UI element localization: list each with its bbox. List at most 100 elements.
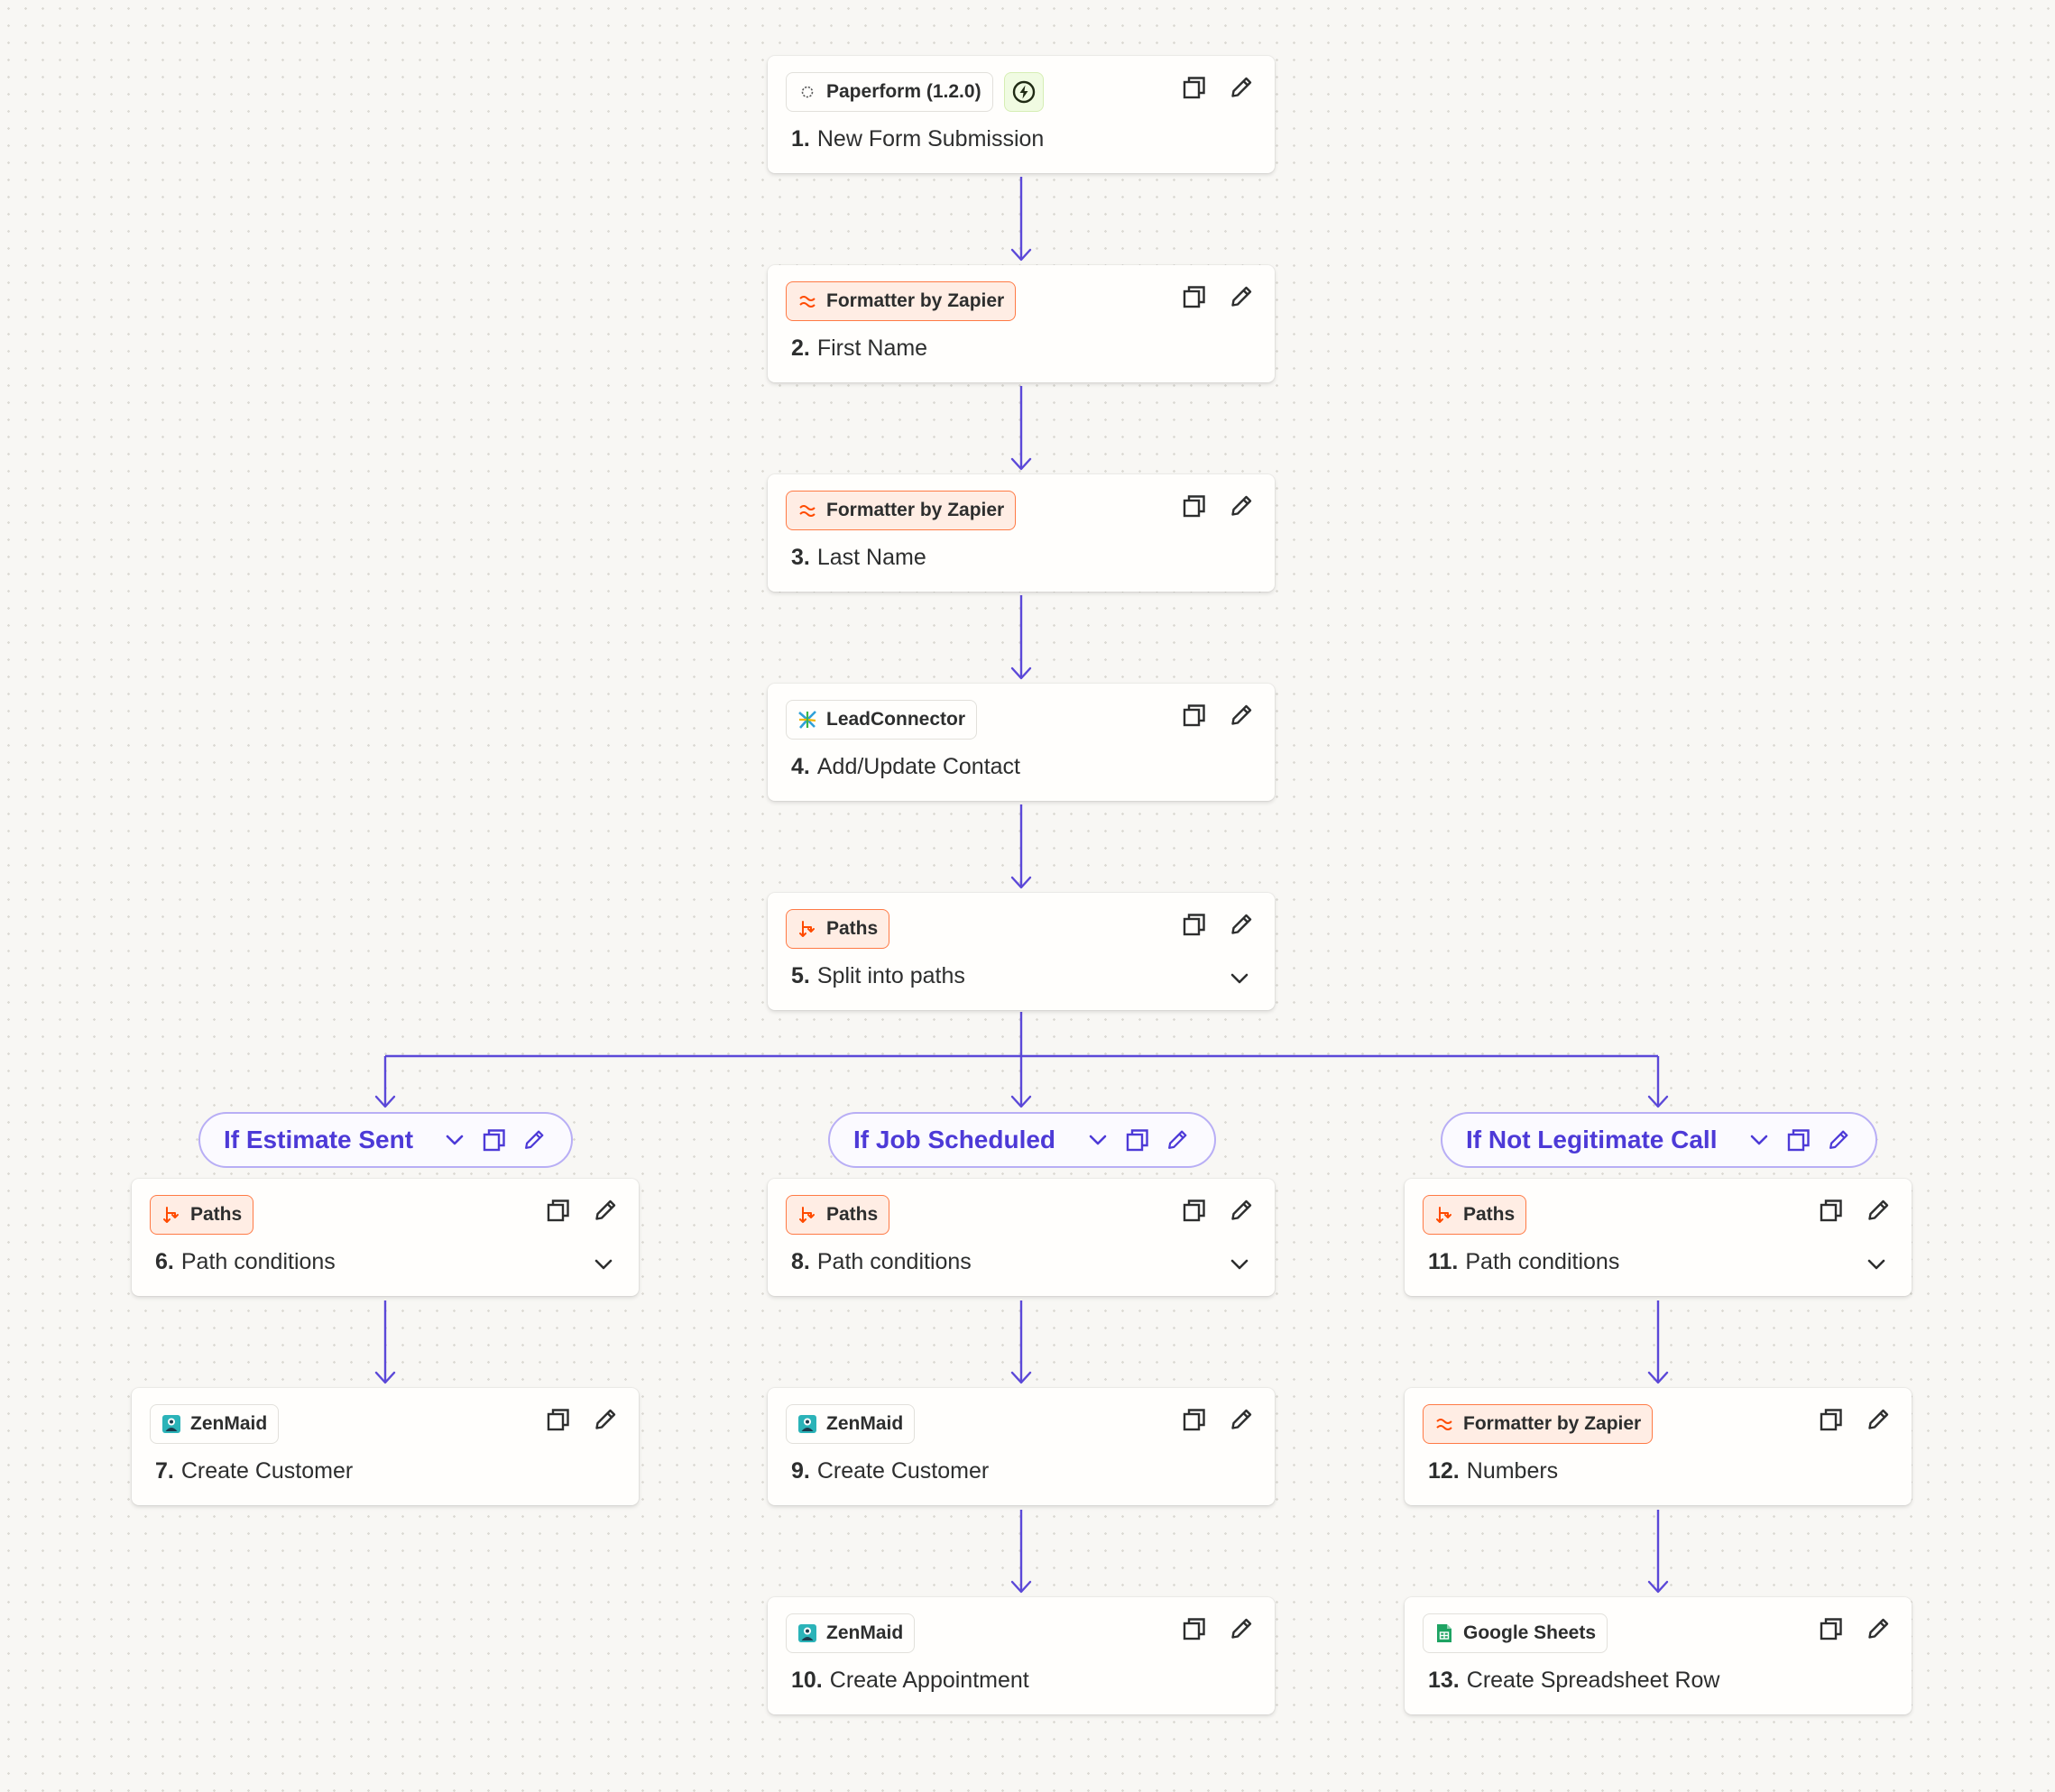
step-title: 1.New Form Submission — [791, 126, 1044, 152]
edit-step-button[interactable] — [1865, 1199, 1892, 1226]
app-name: Formatter by Zapier — [1463, 1413, 1642, 1434]
arrowhead-icon — [1010, 1095, 1032, 1108]
edit-step-button[interactable] — [1228, 703, 1255, 731]
edit-step-button[interactable] — [1228, 1617, 1255, 1644]
step-name: Create Appointment — [829, 1668, 1029, 1693]
copy-icon — [546, 1198, 571, 1227]
edit-step-button[interactable] — [1865, 1408, 1892, 1435]
pencil-icon — [1229, 703, 1254, 732]
step-card-11[interactable]: Paths 11.Path conditions — [1405, 1179, 1912, 1296]
copy-icon[interactable] — [481, 1126, 508, 1153]
duplicate-step-button[interactable] — [1181, 1199, 1208, 1226]
step-title: 13.Create Spreadsheet Row — [1428, 1668, 1719, 1694]
copy-icon — [1182, 284, 1207, 314]
copy-icon[interactable] — [1124, 1126, 1151, 1153]
pencil-icon — [1229, 1198, 1254, 1227]
pencil-icon[interactable] — [1164, 1126, 1191, 1153]
expand-chevron-icon[interactable] — [1228, 967, 1251, 990]
duplicate-step-button[interactable] — [1818, 1199, 1845, 1226]
copy-icon[interactable] — [1785, 1126, 1812, 1153]
copy-icon — [1182, 493, 1207, 523]
step-name: Create Customer — [816, 1458, 990, 1484]
expand-chevron-icon[interactable] — [1228, 1253, 1251, 1276]
duplicate-step-button[interactable] — [1181, 913, 1208, 940]
bolt-circle-icon[interactable] — [1004, 72, 1044, 112]
formatter-icon — [1434, 1414, 1454, 1434]
app-pill-paths: Paths — [786, 1195, 890, 1235]
duplicate-step-button[interactable] — [1181, 76, 1208, 103]
arrowhead-icon — [1647, 1371, 1669, 1384]
step-title: 6.Path conditions — [155, 1249, 336, 1275]
chevron-down-icon[interactable] — [441, 1126, 468, 1153]
arrowhead-icon — [374, 1371, 396, 1384]
step-name: First Name — [816, 335, 928, 361]
google-sheets-icon — [1434, 1623, 1454, 1643]
arrowhead-icon — [1010, 666, 1032, 680]
edit-step-button[interactable] — [1865, 1617, 1892, 1644]
step-title: 11.Path conditions — [1428, 1249, 1619, 1275]
step-number: 10. — [791, 1668, 823, 1693]
duplicate-step-button[interactable] — [1181, 703, 1208, 731]
edit-step-button[interactable] — [1228, 1408, 1255, 1435]
step-card-6[interactable]: Paths 6.Path conditions — [132, 1179, 639, 1296]
app-pill-paths: Paths — [786, 909, 890, 949]
step-card-3[interactable]: Formatter by Zapier 3.Last Name — [768, 474, 1275, 592]
step-card-10[interactable]: ZenMaid 10.Create Appointment — [768, 1597, 1275, 1714]
arrowhead-icon — [374, 1095, 396, 1108]
duplicate-step-button[interactable] — [545, 1408, 572, 1435]
step-card-8[interactable]: Paths 8.Path conditions — [768, 1179, 1275, 1296]
edit-step-button[interactable] — [1228, 494, 1255, 521]
step-card-7[interactable]: ZenMaid 7.Create Customer — [132, 1388, 639, 1505]
branch-title: If Not Legitimate Call — [1466, 1126, 1718, 1153]
step-card-4[interactable]: LeadConnector 4.Add/Update Contact — [768, 684, 1275, 801]
step-card-5[interactable]: Paths 5.Split into paths — [768, 893, 1275, 1010]
copy-icon — [546, 1407, 571, 1437]
step-name: Create Spreadsheet Row — [1466, 1668, 1720, 1693]
step-number: 5. — [791, 963, 810, 988]
pencil-icon[interactable] — [521, 1126, 548, 1153]
formatter-icon — [797, 291, 817, 311]
edit-step-button[interactable] — [1228, 913, 1255, 940]
step-card-12[interactable]: Formatter by Zapier 12.Numbers — [1405, 1388, 1912, 1505]
duplicate-step-button[interactable] — [545, 1199, 572, 1226]
step-title: 5.Split into paths — [791, 963, 965, 989]
zenmaid-icon — [797, 1414, 817, 1434]
branch-if-estimate-sent[interactable]: If Estimate Sent — [198, 1112, 573, 1168]
edit-step-button[interactable] — [1228, 76, 1255, 103]
step-card-1[interactable]: Paperform (1.2.0) 1.New Form Submission — [768, 56, 1275, 173]
step-title: 4.Add/Update Contact — [791, 754, 1020, 780]
edit-step-button[interactable] — [592, 1408, 619, 1435]
branch-if-job-scheduled[interactable]: If Job Scheduled — [828, 1112, 1216, 1168]
paths-icon — [797, 1205, 817, 1225]
duplicate-step-button[interactable] — [1181, 1617, 1208, 1644]
duplicate-step-button[interactable] — [1818, 1408, 1845, 1435]
branch-if-not-legitimate-call[interactable]: If Not Legitimate Call — [1441, 1112, 1877, 1168]
step-card-13[interactable]: Google Sheets 13.Create Spreadsheet Row — [1405, 1597, 1912, 1714]
step-title: 9.Create Customer — [791, 1458, 989, 1484]
copy-icon — [1182, 1616, 1207, 1646]
chevron-down-icon[interactable] — [1084, 1126, 1111, 1153]
app-pill-google-sheets: Google Sheets — [1423, 1613, 1608, 1653]
expand-chevron-icon[interactable] — [1865, 1253, 1888, 1276]
pencil-icon — [1229, 75, 1254, 105]
step-number: 4. — [791, 754, 810, 779]
step-number: 9. — [791, 1458, 810, 1484]
arrowhead-icon — [1010, 457, 1032, 471]
edit-step-button[interactable] — [592, 1199, 619, 1226]
step-card-9[interactable]: ZenMaid 9.Create Customer — [768, 1388, 1275, 1505]
chevron-down-icon[interactable] — [1746, 1126, 1773, 1153]
app-name: ZenMaid — [190, 1413, 268, 1434]
edit-step-button[interactable] — [1228, 1199, 1255, 1226]
arrowhead-icon — [1647, 1095, 1669, 1108]
expand-chevron-icon[interactable] — [592, 1253, 615, 1276]
app-pill-formatter: Formatter by Zapier — [786, 281, 1017, 321]
app-name: Paths — [826, 1204, 879, 1225]
duplicate-step-button[interactable] — [1181, 1408, 1208, 1435]
duplicate-step-button[interactable] — [1181, 494, 1208, 521]
pencil-icon[interactable] — [1825, 1126, 1852, 1153]
edit-step-button[interactable] — [1228, 285, 1255, 312]
duplicate-step-button[interactable] — [1181, 285, 1208, 312]
step-card-2[interactable]: Formatter by Zapier 2.First Name — [768, 265, 1275, 382]
duplicate-step-button[interactable] — [1818, 1617, 1845, 1644]
app-pill-zenmaid: ZenMaid — [786, 1404, 916, 1444]
